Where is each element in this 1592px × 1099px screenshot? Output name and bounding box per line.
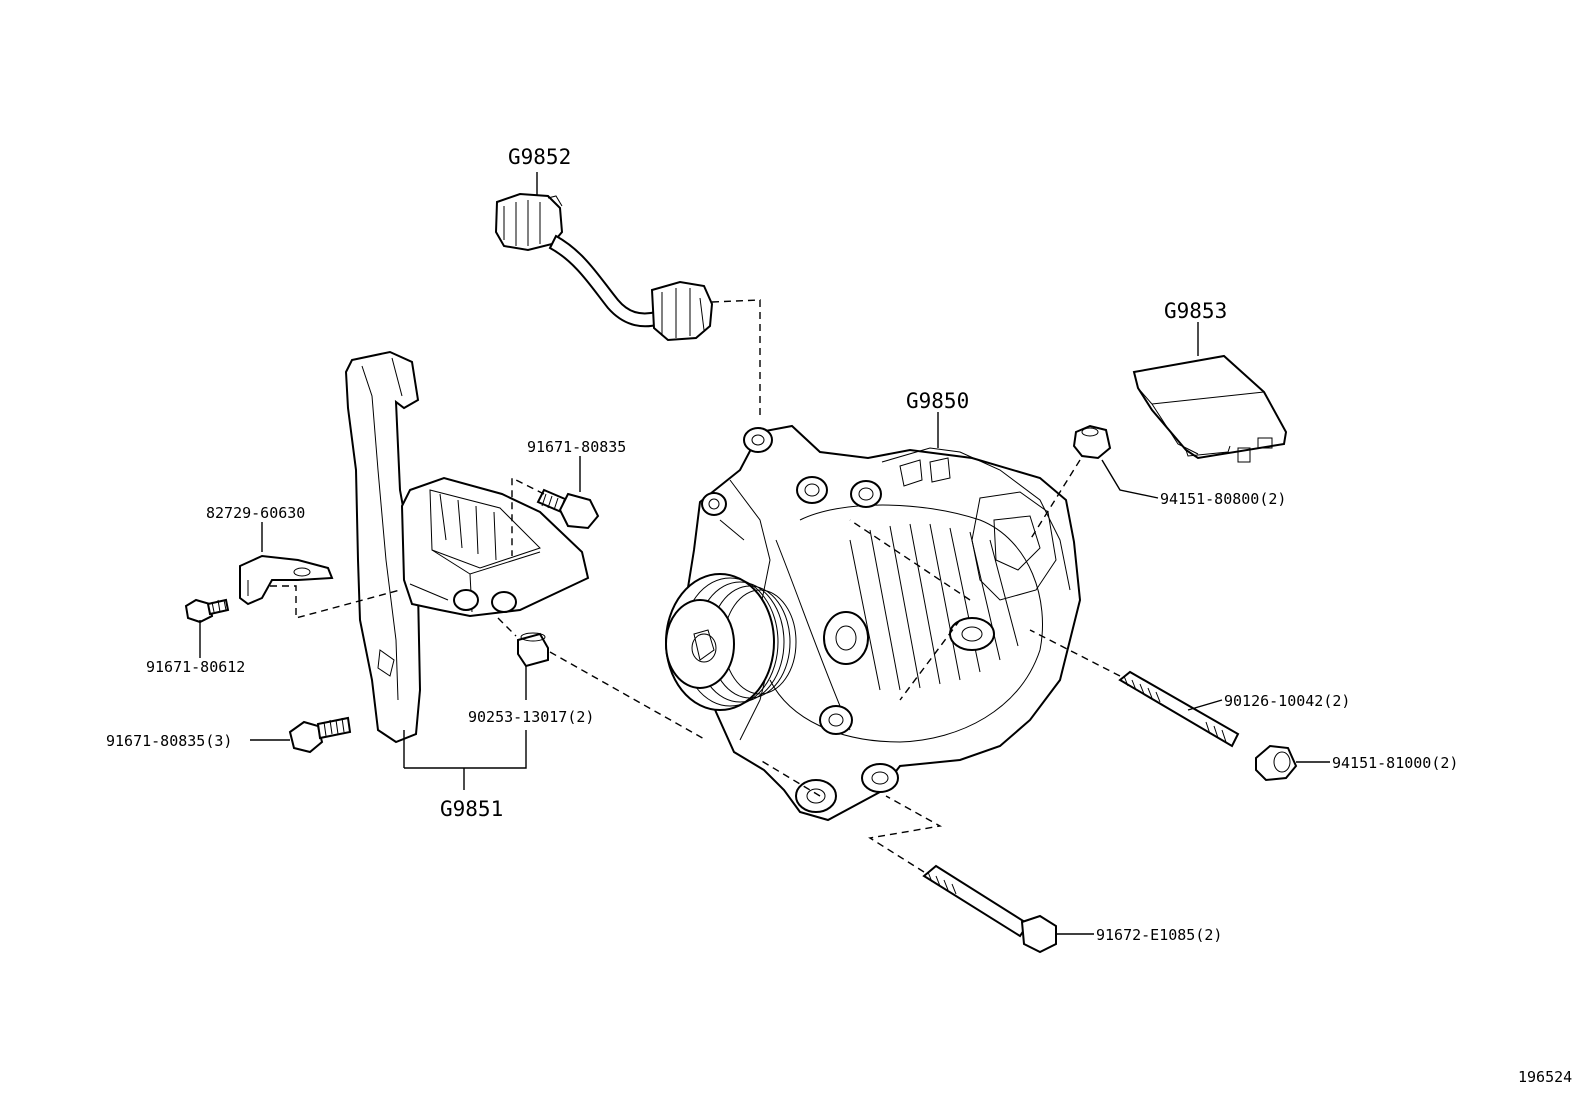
label-90253-13017-2: 90253-13017(2) <box>468 708 594 726</box>
bolt-91672-e1085[interactable] <box>759 759 1094 954</box>
bolt-91671-80612[interactable] <box>184 598 230 658</box>
cover-g9853[interactable] <box>1132 322 1288 463</box>
stud-90126-10042[interactable] <box>849 519 1240 748</box>
label-82729-60630: 82729-60630 <box>206 504 305 522</box>
label-90126-10042-2: 90126-10042(2) <box>1224 692 1350 710</box>
label-g9851: G9851 <box>440 797 503 821</box>
bolt-91671-80835-3[interactable] <box>250 716 352 754</box>
label-91671-80835: 91671-80835 <box>527 438 626 456</box>
label-91671-80612: 91671-80612 <box>146 658 245 676</box>
wire-harness-g9852[interactable] <box>494 172 761 420</box>
nut-94151-81000[interactable] <box>1255 744 1330 782</box>
bracket-g9851[interactable] <box>344 350 590 790</box>
alternator-g9850[interactable] <box>665 412 1082 822</box>
nut-94151-80800[interactable] <box>899 424 1159 701</box>
label-g9853: G9853 <box>1164 299 1227 323</box>
bolt-91671-80835[interactable] <box>511 456 600 556</box>
label-g9850: G9850 <box>906 389 969 413</box>
clamp-82729-60630[interactable] <box>239 522 401 619</box>
label-g9852: G9852 <box>508 145 571 169</box>
diagram-id: 196524 <box>1518 1068 1572 1086</box>
bushing-90253-13017[interactable] <box>497 617 707 741</box>
label-91671-80835-3: 91671-80835(3) <box>106 732 232 750</box>
label-91672-e1085-2: 91672-E1085(2) <box>1096 926 1222 944</box>
label-94151-81000-2: 94151-81000(2) <box>1332 754 1458 772</box>
label-94151-80800-2: 94151-80800(2) <box>1160 490 1286 508</box>
